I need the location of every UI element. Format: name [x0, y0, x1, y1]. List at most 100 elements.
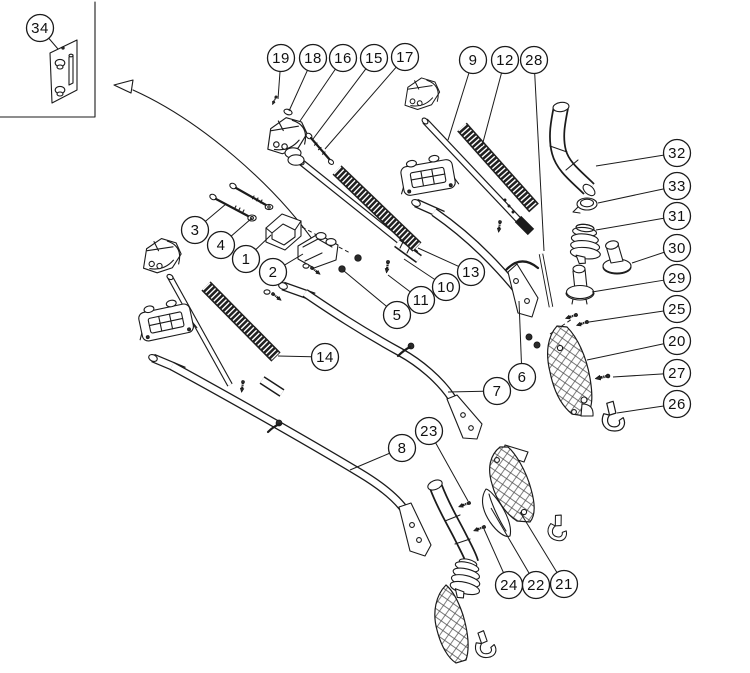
callout-11: 11: [387, 274, 436, 315]
callout-leader-21: [519, 511, 558, 573]
part-nut-5: [338, 265, 346, 273]
callout-circle-13: [456, 257, 486, 287]
callout-circle-8: [387, 433, 417, 463]
callout-circle-31: [662, 201, 692, 231]
part-tube-latch-6: [411, 198, 541, 349]
part-handle-32: [549, 101, 596, 197]
callout-circle-19: [266, 43, 296, 73]
callout-leader-18: [288, 70, 308, 112]
callout-circle-26: [662, 389, 692, 419]
callout-number-23: 23: [420, 423, 438, 440]
callout-leader-11: [387, 274, 411, 293]
callout-circle-1: [231, 244, 261, 274]
callout-leader-8: [349, 452, 390, 471]
callout-leader-24: [483, 528, 504, 573]
callout-number-32: 32: [668, 145, 686, 162]
callout-leader-22: [490, 507, 530, 574]
callout-number-27: 27: [668, 365, 686, 382]
callout-22: 22: [490, 507, 551, 600]
callout-27: 27: [612, 358, 692, 388]
callout-number-28: 28: [525, 52, 543, 69]
callout-circle-10: [431, 272, 461, 302]
callout-26: 26: [616, 389, 692, 419]
callout-leader-30: [631, 251, 665, 264]
callout-leader-3: [205, 203, 227, 222]
callout-20: 20: [586, 326, 692, 361]
callout-leader-6: [518, 300, 522, 364]
callout-circle-3: [180, 215, 210, 245]
callout-circle-16: [328, 43, 358, 73]
part-guard-20: [547, 325, 594, 417]
callout-number-11: 11: [413, 292, 430, 309]
callout-number-16: 16: [334, 50, 352, 67]
callout-circle-25: [662, 294, 692, 324]
callout-17: 17: [324, 42, 420, 150]
callout-leader-5: [343, 270, 387, 307]
callout-number-9: 9: [469, 52, 478, 69]
callout-6: 6: [507, 300, 537, 392]
callout-leader-27: [612, 373, 664, 378]
callout-29: 29: [591, 263, 692, 293]
callout-leader-1: [255, 234, 272, 251]
part-tube-10: [297, 158, 422, 264]
part-spring-12: [457, 122, 539, 213]
callout-leader-13: [417, 247, 459, 267]
callout-number-19: 19: [272, 50, 290, 67]
callout-leader-23: [435, 442, 469, 502]
callout-7: 7: [447, 376, 512, 406]
callout-25: 25: [588, 294, 692, 324]
part-base-30: [602, 240, 632, 275]
callout-28: 28: [519, 45, 549, 252]
callout-circle-32: [662, 138, 692, 168]
callout-24: 24: [483, 528, 524, 600]
callout-32: 32: [595, 138, 692, 168]
callout-number-20: 20: [668, 333, 686, 350]
callout-leader-25: [588, 310, 664, 323]
callout-23: 23: [414, 416, 469, 502]
callout-number-33: 33: [668, 178, 686, 195]
callout-leader-29: [591, 279, 664, 293]
callout-number-15: 15: [365, 50, 383, 67]
callout-circle-29: [662, 263, 692, 293]
callout-number-14: 14: [316, 349, 334, 366]
inset-detail-box: [0, 1, 96, 118]
callout-13: 13: [417, 247, 486, 287]
callout-number-8: 8: [398, 440, 407, 457]
callout-circle-28: [519, 45, 549, 75]
callout-leader-4: [230, 217, 253, 237]
callout-number-5: 5: [393, 307, 402, 324]
callout-circle-15: [359, 43, 389, 73]
callout-circle-33: [662, 171, 692, 201]
part-tube-8: [148, 353, 432, 557]
part-hook-26: [599, 399, 627, 434]
part-mount-right: [395, 151, 460, 198]
callout-number-3: 3: [191, 222, 200, 239]
callout-leader-32: [595, 154, 664, 167]
callout-circle-14: [310, 342, 340, 372]
part-rod-left: [166, 273, 233, 387]
callout-leader-14: [277, 355, 312, 358]
callout-number-34: 34: [31, 20, 49, 37]
callout-10: 10: [403, 258, 461, 302]
callout-circle-18: [298, 43, 328, 73]
callout-18: 18: [288, 43, 328, 112]
callout-leader-34: [48, 37, 59, 50]
callout-33: 33: [597, 171, 692, 204]
part-screw-24: [471, 523, 488, 534]
part-tube-9: [421, 117, 535, 236]
callout-number-4: 4: [217, 237, 226, 254]
callout-circle-7: [482, 376, 512, 406]
callout-leader-7: [447, 390, 484, 393]
part-pin-11: [383, 259, 392, 275]
callout-circle-23: [414, 416, 444, 446]
callout-9: 9: [447, 45, 488, 141]
callout-number-22: 22: [527, 577, 545, 594]
part-guard-21: [489, 444, 569, 542]
callout-number-24: 24: [500, 577, 518, 594]
callout-number-25: 25: [668, 301, 686, 318]
part-bent-tube-bottom: [427, 479, 479, 564]
callout-number-12: 12: [496, 52, 514, 69]
